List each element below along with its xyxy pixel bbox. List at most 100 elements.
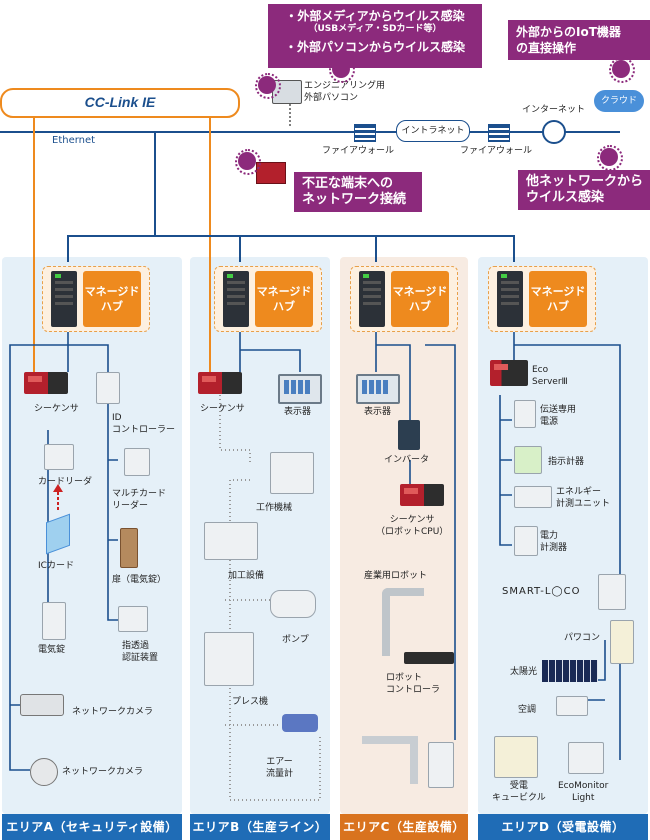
callout-pc-line: ・外部パソコンからウイルス感染 <box>284 40 465 54</box>
display-panel-icon <box>356 374 400 404</box>
electric-lock-label: 電気錠 <box>38 645 66 655</box>
meter-label: 指示計器 <box>548 457 585 467</box>
area-c-sequencer-label: シーケンサ（ロボットCPU） <box>376 515 449 537</box>
multi-card-reader-label: マルチカードリーダー <box>112 489 167 511</box>
cubicle-icon <box>494 736 538 778</box>
cclink-label: CC-Link IE <box>84 94 156 110</box>
robot-controller-label: ロボットコントローラ <box>386 673 441 695</box>
aircon-icon <box>556 696 588 716</box>
engineering-pc-line1: エンジニアリング用 <box>304 81 386 91</box>
area-a-footer: エリアA（セキュリティ設備） <box>2 814 182 840</box>
managed-hub-b: マネージドハブ <box>214 266 322 332</box>
processing-label: 加工設備 <box>228 571 265 581</box>
robot-arm-icon <box>362 736 418 784</box>
callout-iot-line1: 外部からのIoT機器 <box>516 25 621 39</box>
camera-1-label: ネットワークカメラ <box>72 707 154 717</box>
virus-icon <box>235 149 261 175</box>
airflow-meter-icon <box>282 714 318 732</box>
firewall-right-label: ファイアウォール <box>460 146 533 156</box>
switch-icon <box>223 271 249 327</box>
callout-iot-line2: の直接操作 <box>516 41 577 55</box>
area-a-background <box>2 257 182 814</box>
pump-icon <box>270 590 316 618</box>
smart-loco-icon <box>598 574 626 610</box>
meter-icon <box>514 446 542 474</box>
hub-label: マネージドハブ <box>83 271 141 327</box>
switch-icon <box>359 271 385 327</box>
power-conditioner-icon <box>610 620 634 664</box>
processing-equipment-icon <box>204 522 258 560</box>
power-supply-icon <box>514 400 536 428</box>
callout-media-line1: ・外部メディアからウイルス感染 <box>285 9 465 23</box>
managed-hub-a: マネージドハブ <box>42 266 150 332</box>
cubicle-label: 受電キュービクル <box>492 781 546 803</box>
area-c-background <box>340 257 468 814</box>
machine-tool-label: 工作機械 <box>256 503 293 513</box>
robot-arm-icon <box>382 588 424 656</box>
managed-hub-d: マネージドハブ <box>488 266 596 332</box>
airflow-label: エアー流量計 <box>266 757 294 779</box>
energy-unit-label: エネルギー計測ユニット <box>556 487 611 509</box>
firewall-icon <box>488 124 510 142</box>
firewall-left-label: ファイアウォール <box>322 146 395 156</box>
power-meter-icon <box>514 526 538 556</box>
electric-lock-icon <box>42 602 66 640</box>
area-c-display-label: 表示器 <box>364 407 392 417</box>
hub-label: マネージドハブ <box>529 271 587 327</box>
switch-icon <box>497 271 523 327</box>
cloud-icon: クラウド <box>594 90 644 112</box>
network-camera-icon <box>20 694 64 716</box>
power-meter-label: 電力計測器 <box>540 531 568 553</box>
switch-icon <box>51 271 77 327</box>
cclink-logo: CC-Link IE <box>0 88 240 118</box>
hub-label: マネージドハブ <box>391 271 449 327</box>
inverter-icon <box>398 420 420 450</box>
cloud-label: クラウド <box>600 96 637 106</box>
eco-server-icon <box>490 360 528 386</box>
callout-unauth-line2: ネットワーク接続 <box>302 192 407 207</box>
callout-other-line2: ウイルス感染 <box>526 190 605 205</box>
sequencer-icon <box>400 484 444 506</box>
energy-unit-icon <box>514 486 552 508</box>
sequencer-icon <box>198 372 242 394</box>
robot-controller-icon <box>404 652 454 664</box>
area-d-footer: エリアD（受電設備） <box>478 814 648 840</box>
vein-auth-icon <box>118 606 148 632</box>
virus-icon <box>609 57 635 83</box>
callout-iot: 外部からのIoT機器 の直接操作 <box>508 20 650 60</box>
solar-panel-icon <box>542 660 598 682</box>
intranet-oval: イントラネット <box>396 120 470 142</box>
vein-auth-label: 指透過認証装置 <box>122 641 159 663</box>
id-controller-icon <box>96 372 120 404</box>
virus-icon <box>255 73 281 99</box>
engineering-pc-label: エンジニアリング用 外部パソコン <box>304 80 385 104</box>
door-label: 扉（電気錠） <box>112 575 167 585</box>
callout-unauth-line1: 不正な端末への <box>302 176 394 191</box>
ic-card-label: ICカード <box>38 561 74 571</box>
callout-other-line1: 他ネットワークから <box>526 174 644 189</box>
control-cabinet-icon <box>428 742 454 788</box>
press-label: プレス機 <box>232 697 269 707</box>
door-icon <box>120 528 138 568</box>
ethernet-label: Ethernet <box>52 135 96 146</box>
multi-card-reader-icon <box>124 448 150 476</box>
laptop-icon <box>256 162 286 184</box>
firewall-icon <box>354 124 376 142</box>
area-b-display-label: 表示器 <box>284 407 312 417</box>
card-reader-label: カードリーダ <box>38 477 93 487</box>
power-supply-label: 伝送専用電源 <box>540 405 577 427</box>
sequencer-icon <box>24 372 68 394</box>
hub-label: マネージドハブ <box>255 271 313 327</box>
callout-unauthorized: 不正な端末への ネットワーク接続 <box>294 172 422 212</box>
dome-camera-icon <box>30 758 58 786</box>
power-con-label: パワコン <box>564 633 601 643</box>
callout-media-line2: （USBメディア・SDカード等） <box>308 24 442 34</box>
solar-label: 太陽光 <box>510 667 538 677</box>
press-machine-icon <box>204 632 254 686</box>
intranet-label: イントラネット <box>401 126 465 136</box>
globe-icon <box>542 120 566 144</box>
camera-2-label: ネットワークカメラ <box>62 767 144 777</box>
